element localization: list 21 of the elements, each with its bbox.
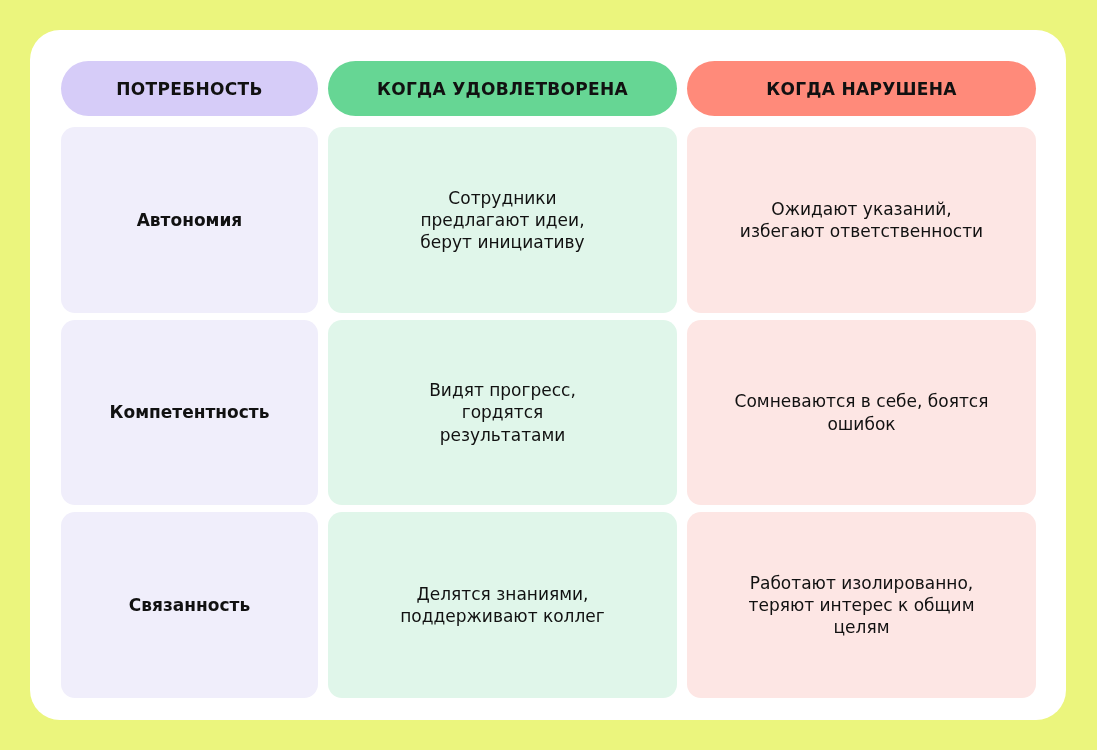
header-text: КОГДА НАРУШЕНА — [766, 78, 957, 99]
description-text: Сотрудники предлагают идеи, берут инициативу — [419, 186, 586, 254]
description-text: Делятся знаниями, поддерживают коллег — [399, 582, 606, 628]
description-cell — [328, 127, 677, 313]
description-cell — [687, 512, 1036, 698]
column-header — [687, 61, 1036, 116]
need-name: Компетентность — [109, 401, 270, 424]
description-text: Видят прогресс, гордятся результатами — [428, 379, 577, 446]
description-cell — [328, 512, 677, 698]
need-name: Связанность — [128, 593, 251, 617]
need-name: Автономия — [136, 208, 243, 232]
header-text: КОГДА УДОВЛЕТВОРЕНА — [377, 78, 628, 99]
description-text: Работают изолированно, теряют интерес к общим целям — [747, 571, 976, 639]
column-header — [61, 61, 318, 116]
description-cell — [687, 127, 1036, 313]
description-text: Ожидают указаний, избегают ответственности — [738, 197, 985, 243]
description-text: Сомневаются в себе, боятся ошибок — [733, 390, 990, 435]
description-cell — [328, 320, 677, 505]
header-text: ПОТРЕБНОСТЬ — [116, 78, 263, 99]
description-cell — [687, 320, 1036, 505]
column-header — [328, 61, 677, 116]
